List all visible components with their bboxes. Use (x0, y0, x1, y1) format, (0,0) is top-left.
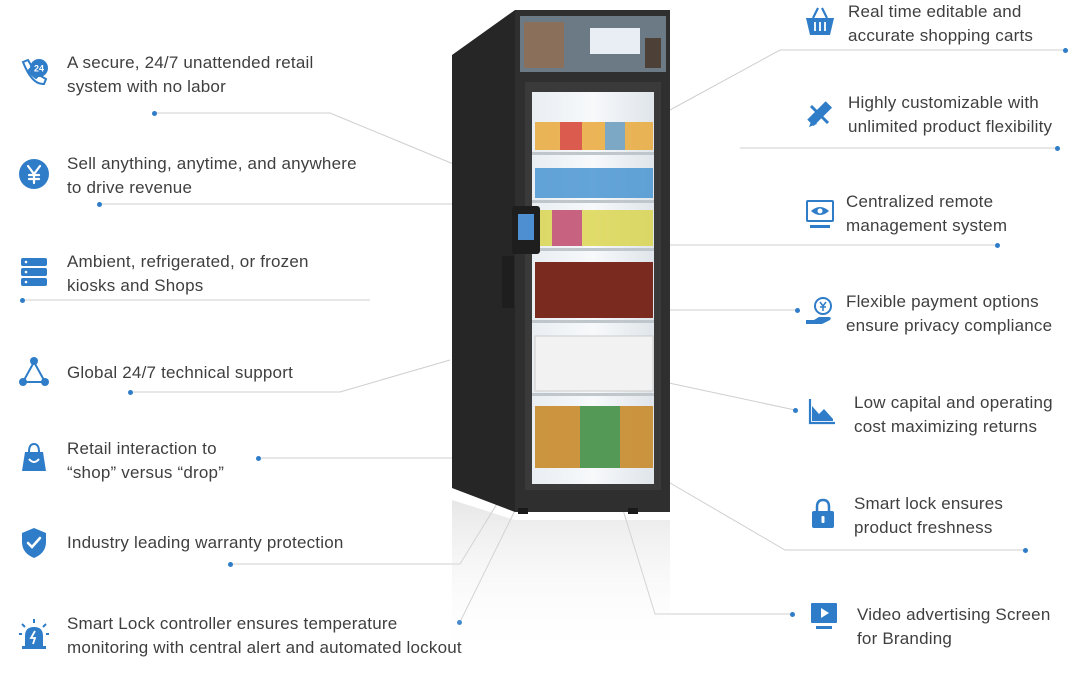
feature-line: Flexible payment options (846, 292, 1039, 311)
anchor-dot (793, 408, 798, 413)
video-play-icon (811, 603, 837, 629)
feature-line: Video advertising Screen (857, 605, 1051, 624)
network-nodes-icon (19, 357, 49, 386)
feature-line: system with no labor (67, 77, 226, 96)
shopping-bag-icon (22, 442, 46, 471)
feature-line: Smart Lock controller ensures temperatur… (67, 614, 398, 633)
feature-line: unlimited product flexibility (848, 117, 1053, 136)
feature-line: monitoring with central alert and automa… (67, 638, 462, 657)
phone-24-icon: 24 (21, 58, 48, 86)
anchor-dot (256, 456, 261, 461)
feature-line: Sell anything, anytime, and anywhere (67, 154, 357, 173)
feature-line: Smart lock ensures (854, 494, 1004, 513)
shield-check-icon (22, 528, 46, 558)
feature-right-2: Highly customizable with unlimited produ… (848, 91, 1052, 139)
feature-line: Highly customizable with (848, 93, 1039, 112)
feature-left-6: Industry leading warranty protection (67, 531, 344, 555)
monitor-eye-icon (806, 200, 834, 228)
feature-right-1: Real time editable and accurate shopping… (848, 0, 1033, 48)
feature-right-3: Centralized remote management system (846, 190, 1007, 238)
feature-line: cost maximizing returns (854, 417, 1038, 436)
hand-coin-icon (806, 297, 832, 324)
server-stack-icon (21, 258, 47, 286)
anchor-dot (97, 202, 102, 207)
feature-right-6: Smart lock ensures product freshness (854, 492, 1003, 540)
feature-left-1: A secure, 24/7 unattended retail system … (67, 51, 313, 99)
feature-left-5: Retail interaction to “shop” versus “dro… (67, 437, 224, 485)
anchor-dot (128, 390, 133, 395)
feature-line: Real time editable and (848, 2, 1022, 21)
feature-line: Ambient, refrigerated, or frozen (67, 252, 309, 271)
feature-line: for Branding (857, 629, 953, 648)
feature-line: Industry leading warranty protection (67, 533, 344, 552)
anchor-dot (20, 298, 25, 303)
feature-line: Global 24/7 technical support (67, 363, 293, 382)
chart-down-icon (808, 399, 835, 425)
feature-left-2: Sell anything, anytime, and anywhere to … (67, 152, 357, 200)
feature-line: A secure, 24/7 unattended retail (67, 53, 314, 72)
anchor-dot (790, 612, 795, 617)
anchor-dot (995, 243, 1000, 248)
feature-line: management system (846, 216, 1008, 235)
feature-right-5: Low capital and operating cost maximizin… (854, 391, 1053, 439)
anchor-dot (795, 308, 800, 313)
yen-coin-icon (19, 159, 49, 189)
feature-line: ensure privacy compliance (846, 316, 1053, 335)
alarm-light-icon (19, 619, 49, 649)
feature-line: “shop” versus “drop” (67, 463, 225, 482)
feature-line: to drive revenue (67, 178, 193, 197)
anchor-dot (1063, 48, 1068, 53)
svg-text:24: 24 (34, 64, 44, 74)
feature-line: Centralized remote (846, 192, 994, 211)
anchor-dot (152, 111, 157, 116)
shopping-basket-icon (806, 7, 834, 35)
feature-left-4: Global 24/7 technical support (67, 361, 293, 385)
anchor-dot (1023, 548, 1028, 553)
feature-right-7: Video advertising Screen for Branding (857, 603, 1051, 651)
feature-line: Low capital and operating (854, 393, 1053, 412)
feature-line: Retail interaction to (67, 439, 217, 458)
feature-right-4: Flexible payment options ensure privacy … (846, 290, 1052, 338)
feature-line: product freshness (854, 518, 993, 537)
pencil-ruler-icon (807, 101, 833, 127)
feature-line: accurate shopping carts (848, 26, 1034, 45)
feature-line: kiosks and Shops (67, 276, 204, 295)
feature-left-3: Ambient, refrigerated, or frozen kiosks … (67, 250, 309, 298)
padlock-icon (812, 498, 834, 528)
anchor-dot (1055, 146, 1060, 151)
anchor-dot (228, 562, 233, 567)
smart-fridge-kiosk (452, 10, 670, 660)
feature-left-7: Smart Lock controller ensures temperatur… (67, 612, 462, 660)
